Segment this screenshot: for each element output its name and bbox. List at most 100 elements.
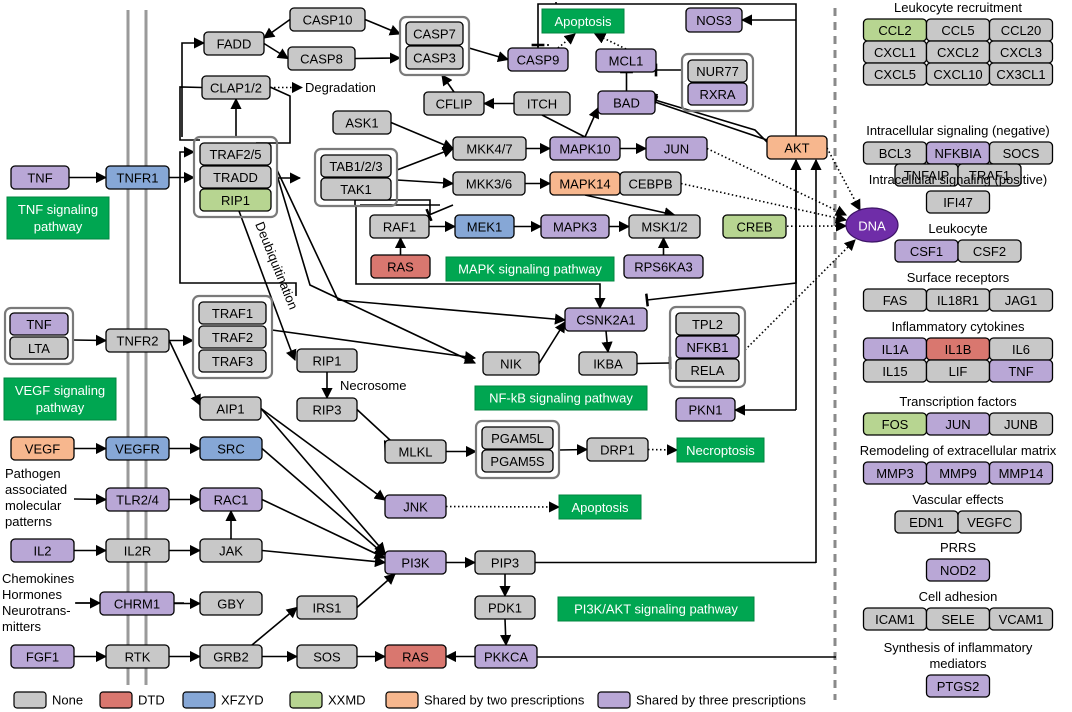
- node-rip1-b[interactable]: RIP1: [296, 348, 358, 373]
- node-tradd[interactable]: TRADD: [199, 165, 272, 189]
- node-fadd[interactable]: FADD: [203, 31, 265, 56]
- node-mapk3[interactable]: MAPK3: [540, 214, 610, 239]
- node-lta[interactable]: LTA: [9, 336, 69, 360]
- node-nik[interactable]: NIK: [482, 351, 540, 376]
- gene-cxcl2[interactable]: CXCL2: [925, 40, 991, 64]
- node-chrm1[interactable]: CHRM1: [99, 591, 175, 616]
- node-pdk1[interactable]: PDK1: [474, 595, 536, 620]
- gene-tnf[interactable]: TNF: [988, 359, 1054, 383]
- node-tnf-b[interactable]: TNF: [9, 312, 69, 336]
- gene-bcl3[interactable]: BCL3: [862, 141, 928, 165]
- gene-edn1[interactable]: EDN1: [894, 510, 959, 534]
- gene-fas[interactable]: FAS: [862, 288, 928, 312]
- node-casp8[interactable]: CASP8: [287, 46, 356, 71]
- node-ras-a[interactable]: RAS: [370, 254, 431, 279]
- node-tak1[interactable]: TAK1: [320, 177, 392, 201]
- node-pgam5s[interactable]: PGAM5S: [481, 449, 554, 473]
- node-rtk[interactable]: RTK: [105, 644, 170, 669]
- gene-ptgs2[interactable]: PTGS2: [925, 674, 991, 698]
- gene-ccl20[interactable]: CCL20: [988, 18, 1054, 42]
- node-rxra[interactable]: RXRA: [687, 82, 748, 106]
- gene-csf1[interactable]: CSF1: [894, 239, 959, 263]
- gene-il6[interactable]: IL6: [988, 337, 1054, 361]
- gene-vegfc[interactable]: VEGFC: [957, 510, 1022, 534]
- node-pkkca[interactable]: PKKCA: [474, 644, 538, 669]
- node-mkk36[interactable]: MKK3/6: [452, 171, 526, 196]
- node-vegf[interactable]: VEGF: [10, 436, 75, 461]
- gene-il15[interactable]: IL15: [862, 359, 928, 383]
- gene-csf2[interactable]: CSF2: [957, 239, 1022, 263]
- gene-ccl5[interactable]: CCL5: [925, 18, 991, 42]
- node-casp9[interactable]: CASP9: [507, 47, 569, 72]
- node-traf2[interactable]: TRAF2: [198, 325, 267, 349]
- node-cebpb[interactable]: CEBPB: [619, 171, 682, 196]
- node-raf1[interactable]: RAF1: [369, 214, 430, 239]
- gene-cx3cl1[interactable]: CX3CL1: [988, 62, 1054, 86]
- node-nur77[interactable]: NUR77: [687, 59, 748, 83]
- node-jnk[interactable]: JNK: [384, 494, 447, 519]
- node-creb[interactable]: CREB: [722, 214, 787, 239]
- gene-cxcl10[interactable]: CXCL10: [925, 62, 991, 86]
- node-necroptosis[interactable]: Necroptosis: [676, 437, 765, 463]
- node-cflip[interactable]: CFLIP: [423, 91, 485, 116]
- gene-junb[interactable]: JUNB: [988, 412, 1054, 436]
- gene-il18r1[interactable]: IL18R1: [925, 288, 991, 312]
- node-casp3[interactable]: CASP3: [405, 45, 464, 70]
- node-traf25[interactable]: TRAF2/5: [199, 142, 272, 166]
- gene-traf1[interactable]: TRAF1: [957, 163, 1022, 187]
- node-tnfr1[interactable]: TNFR1: [105, 165, 170, 190]
- gene-sele[interactable]: SELE: [925, 607, 991, 631]
- dna-node[interactable]: DNA: [845, 207, 899, 243]
- node-grb2[interactable]: GRB2: [199, 644, 263, 669]
- node-il2r[interactable]: IL2R: [105, 538, 170, 563]
- node-mapk14[interactable]: MAPK14: [549, 171, 621, 196]
- node-tnfr2[interactable]: TNFR2: [105, 328, 170, 353]
- node-drp1[interactable]: DRP1: [586, 437, 649, 462]
- gene-ifi47[interactable]: IFI47: [925, 190, 991, 214]
- node-traf3[interactable]: TRAF3: [198, 349, 267, 373]
- gene-vcam1[interactable]: VCAM1: [988, 607, 1054, 631]
- gene-mmp9[interactable]: MMP9: [925, 461, 991, 485]
- node-tnf-a[interactable]: TNF: [10, 165, 70, 190]
- node-apoptosis-top[interactable]: Apoptosis: [541, 8, 625, 34]
- node-rip1-a[interactable]: RIP1: [199, 188, 272, 212]
- node-traf1[interactable]: TRAF1: [198, 301, 267, 325]
- node-csnk2a1[interactable]: CSNK2A1: [564, 307, 648, 332]
- node-fgf1[interactable]: FGF1: [10, 644, 75, 669]
- node-itch[interactable]: ITCH: [513, 91, 571, 116]
- gene-cxcl3[interactable]: CXCL3: [988, 40, 1054, 64]
- node-sos[interactable]: SOS: [296, 644, 358, 669]
- node-pgam5l[interactable]: PGAM5L: [481, 426, 554, 450]
- node-jak[interactable]: JAK: [199, 538, 263, 563]
- node-ras-b[interactable]: RAS: [384, 644, 447, 669]
- node-bad[interactable]: BAD: [597, 90, 656, 115]
- node-mlkl[interactable]: MLKL: [384, 439, 447, 464]
- node-nfkb1[interactable]: NFKB1: [675, 335, 740, 359]
- gene-jun[interactable]: JUN: [925, 412, 991, 436]
- node-tab123[interactable]: TAB1/2/3: [320, 154, 392, 178]
- node-nos3[interactable]: NOS3: [685, 7, 743, 33]
- gene-nfkbia[interactable]: NFKBIA: [925, 141, 991, 165]
- gene-fos[interactable]: FOS: [862, 412, 928, 436]
- gene-socs[interactable]: SOCS: [988, 141, 1054, 165]
- gene-lif[interactable]: LIF: [925, 359, 991, 383]
- node-casp7[interactable]: CASP7: [405, 21, 464, 46]
- node-jun-mid[interactable]: JUN: [645, 136, 708, 161]
- node-ask1[interactable]: ASK1: [332, 110, 392, 135]
- gene-jag1[interactable]: JAG1: [988, 288, 1054, 312]
- node-msk12[interactable]: MSK1/2: [628, 214, 701, 239]
- node-apoptosis-b[interactable]: Apoptosis: [558, 494, 642, 520]
- node-pi3k[interactable]: PI3K: [384, 550, 447, 575]
- gene-cxcl1[interactable]: CXCL1: [862, 40, 928, 64]
- node-src[interactable]: SRC: [199, 436, 263, 461]
- node-clap[interactable]: CLAP1/2: [201, 75, 271, 100]
- node-rac1[interactable]: RAC1: [199, 487, 263, 512]
- node-tpl2[interactable]: TPL2: [675, 312, 740, 336]
- node-rip3[interactable]: RIP3: [296, 397, 358, 422]
- gene-nod2[interactable]: NOD2: [925, 558, 991, 582]
- node-tlr24[interactable]: TLR2/4: [105, 487, 170, 512]
- node-mkk47[interactable]: MKK4/7: [452, 136, 527, 161]
- gene-cxcl5[interactable]: CXCL5: [862, 62, 928, 86]
- node-pip3[interactable]: PIP3: [474, 550, 536, 575]
- node-vegfr[interactable]: VEGFR: [105, 436, 170, 461]
